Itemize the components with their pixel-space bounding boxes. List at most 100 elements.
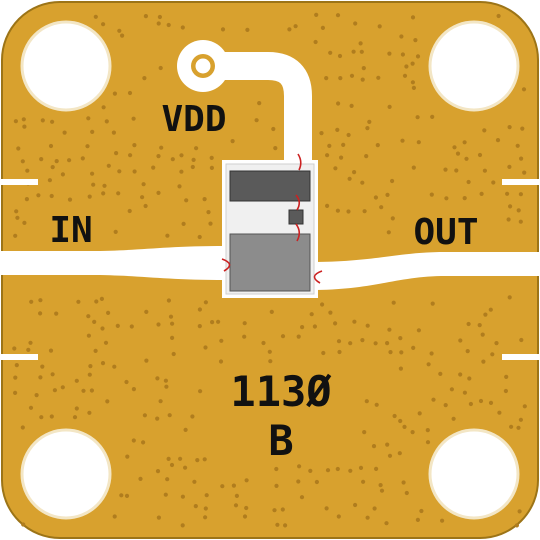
via-icon: [325, 468, 331, 473]
via-icon: [462, 196, 467, 201]
via-icon: [348, 341, 353, 346]
via-icon: [482, 168, 487, 173]
via-icon: [336, 101, 341, 106]
via-icon: [479, 191, 484, 196]
via-icon: [391, 300, 396, 305]
via-icon: [117, 169, 122, 174]
via-icon: [22, 124, 27, 129]
via-icon: [375, 143, 380, 148]
via-icon: [203, 515, 208, 520]
via-icon: [360, 77, 365, 82]
via-icon: [429, 351, 434, 356]
via-icon: [385, 442, 390, 447]
via-icon: [309, 312, 314, 317]
via-icon: [347, 176, 352, 181]
via-icon: [105, 399, 110, 404]
via-icon: [12, 346, 17, 351]
via-icon: [87, 194, 92, 199]
via-icon: [374, 466, 379, 471]
bond-wire-chip-1: [295, 194, 301, 211]
via-icon: [452, 145, 457, 150]
via-icon: [49, 414, 54, 419]
via-icon: [91, 182, 96, 187]
via-icon: [518, 219, 523, 224]
via-icon: [454, 168, 459, 173]
via-icon: [220, 484, 225, 489]
via-icon: [165, 233, 170, 238]
via-icon: [38, 298, 43, 303]
edge-mark-right-upper: [502, 179, 540, 185]
via-icon: [179, 153, 184, 158]
via-icon: [320, 25, 325, 30]
via-icon: [300, 325, 305, 330]
via-icon: [25, 168, 30, 173]
via-icon: [490, 352, 495, 357]
via-icon: [191, 157, 196, 162]
via-icon: [522, 170, 527, 175]
via-icon: [438, 371, 443, 376]
via-icon: [360, 180, 365, 185]
via-icon: [254, 118, 259, 123]
via-icon: [515, 143, 520, 148]
via-icon: [165, 477, 170, 482]
via-icon: [387, 104, 392, 109]
via-icon: [402, 424, 407, 429]
via-icon: [203, 300, 208, 305]
via-icon: [455, 151, 461, 156]
via-icon: [335, 466, 340, 472]
via-icon: [283, 523, 288, 528]
mounting-holes: [20, 20, 520, 520]
via-icon: [101, 105, 106, 110]
via-icon: [313, 39, 318, 45]
via-icon: [336, 339, 342, 344]
via-icon: [390, 216, 395, 221]
via-icon: [117, 28, 122, 33]
via-icon: [387, 327, 392, 332]
via-icon: [28, 405, 34, 410]
via-icon: [338, 76, 343, 81]
mounting-hole-top-left: [20, 20, 112, 112]
via-icon: [231, 483, 236, 488]
via-icon: [504, 374, 509, 379]
via-icon: [131, 387, 136, 392]
via-icon: [410, 430, 415, 435]
via-icon: [38, 311, 43, 316]
via-icon: [116, 191, 121, 196]
via-icon: [379, 488, 385, 493]
via-icon: [54, 159, 59, 164]
via-icon: [171, 351, 176, 357]
via-icon: [219, 338, 224, 343]
via-icon: [49, 193, 54, 199]
via-icon: [13, 233, 18, 238]
via-icon: [519, 337, 524, 343]
via-icon: [197, 324, 202, 329]
via-icon: [359, 49, 364, 54]
via-icon: [497, 410, 502, 415]
via-icon: [443, 403, 448, 408]
via-icon: [158, 65, 163, 71]
via-icon: [337, 349, 342, 355]
via-icon: [514, 523, 520, 528]
via-icon: [494, 341, 499, 346]
via-icon: [328, 50, 333, 55]
via-icon: [519, 156, 524, 161]
via-icon: [373, 195, 378, 200]
via-icon: [488, 307, 493, 312]
via-icon: [364, 399, 369, 404]
via-icon: [197, 307, 202, 312]
via-icon: [335, 13, 341, 18]
via-icon: [242, 514, 248, 519]
via-icon: [339, 155, 344, 160]
via-icon: [328, 310, 333, 315]
via-icon: [47, 178, 53, 183]
via-icon: [85, 144, 90, 149]
revision-label: B: [268, 416, 293, 465]
via-icon: [417, 411, 422, 416]
via-icon: [127, 90, 133, 96]
bond-wire-out: [313, 270, 323, 284]
via-icon: [293, 24, 298, 29]
chip-rf-pad: [229, 233, 311, 292]
via-icon: [112, 514, 117, 519]
via-icon: [404, 490, 409, 496]
via-icon: [507, 164, 512, 169]
